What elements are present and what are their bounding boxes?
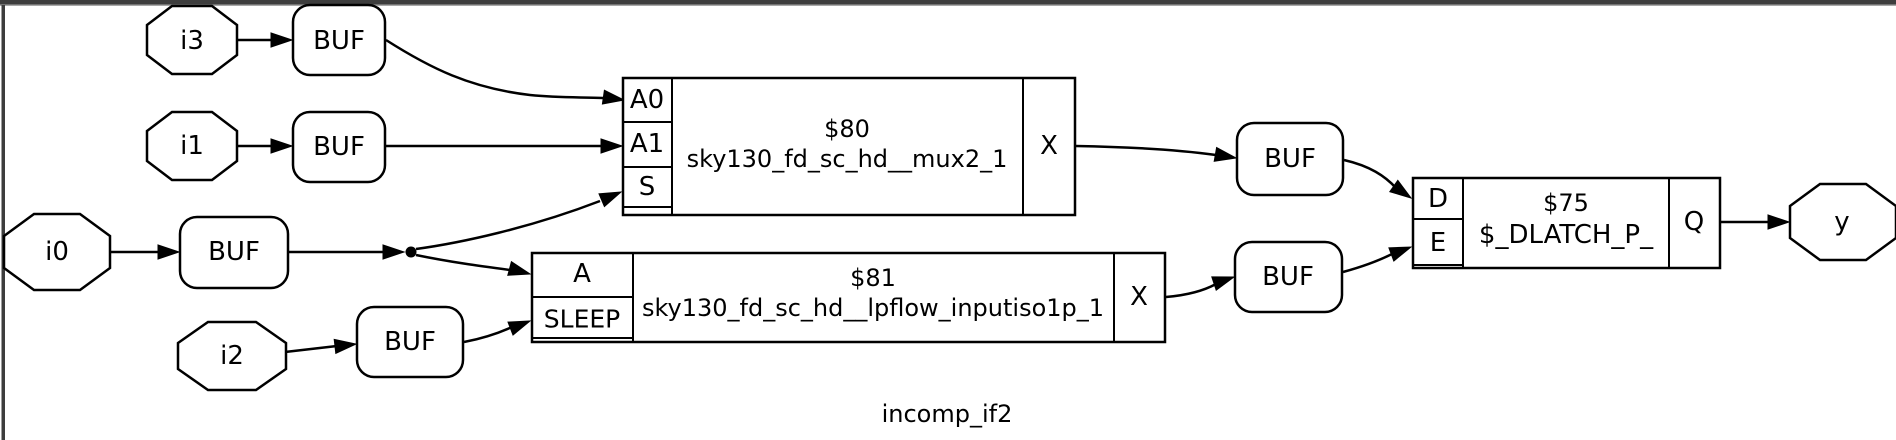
wire-buf-to-iso-sleep [463, 325, 513, 344]
arrowhead [507, 320, 532, 336]
arrowhead [601, 89, 626, 105]
wire-buf-to-latch-d [1343, 158, 1397, 189]
arrowhead [1767, 214, 1791, 230]
port-label-q: Q [1684, 207, 1704, 237]
port-label-x: X [1130, 282, 1148, 312]
cell-instance: $75 [1543, 189, 1589, 217]
port-label-a: A [573, 259, 591, 289]
buffer-box [1233, 240, 1344, 314]
io-octagon [145, 110, 239, 182]
graph-title: incomp_if2 [882, 400, 1013, 428]
arrowhead [507, 260, 532, 276]
cell-instance: $80 [824, 115, 870, 143]
wires [110, 32, 1791, 355]
io-octagon [2, 212, 112, 292]
buffer-mux-out: BUF [1235, 121, 1345, 197]
io-port-i3: i3 [145, 4, 239, 76]
cell-dlatch-75: D E Q $75 $_DLATCH_P_ [1411, 176, 1722, 270]
wire-junction-to-iso-a [415, 253, 511, 272]
cell-type: sky130_fd_sc_hd__lpflow_inputiso1p_1 [642, 294, 1104, 322]
arrowhead [270, 138, 294, 154]
wire-buf-to-mux-a0 [385, 38, 604, 100]
wire-iso-x-to-buf [1165, 282, 1217, 299]
io-port-label: i2 [220, 341, 244, 371]
arrowhead [333, 338, 358, 355]
buffer-box [178, 215, 290, 290]
port-label-e: E [1430, 228, 1446, 258]
io-port-y: y [1788, 182, 1896, 262]
io-octagon [176, 320, 288, 392]
window-left-border [1, 5, 5, 440]
port-label-sleep: SLEEP [544, 305, 620, 334]
wire-mux-x-to-buf [1075, 144, 1217, 157]
buffer-label: BUF [384, 327, 436, 357]
arrowhead [1213, 146, 1238, 162]
io-port-i0: i0 [2, 212, 112, 292]
arrowhead [1388, 179, 1413, 199]
cell-box [621, 76, 1077, 217]
arrowhead [157, 244, 181, 260]
arrowhead [270, 32, 294, 48]
cell-instance: $81 [850, 264, 896, 292]
port-label-a0: A0 [630, 85, 664, 115]
buffer-i0: BUF [178, 215, 290, 290]
cell-mux-80: A0 A1 S X $80 sky130_fd_sc_hd__mux2_1 [621, 76, 1077, 217]
io-port-i1: i1 [145, 110, 239, 182]
port-label-x: X [1040, 131, 1058, 161]
wire-buf-to-latch-e [1342, 252, 1393, 274]
window-top-border [0, 0, 1896, 5]
cell-box [530, 251, 1167, 344]
buffer-box [291, 110, 387, 184]
wire-junction-dot [405, 246, 417, 258]
buffer-label: BUF [1262, 262, 1314, 292]
arrowhead [1211, 276, 1236, 292]
buffer-label: BUF [208, 237, 260, 267]
port-label-d: D [1428, 184, 1448, 214]
io-port-i2: i2 [176, 320, 288, 392]
io-octagon [145, 4, 239, 76]
wire-i2-to-buf [284, 344, 338, 354]
arrowhead [382, 244, 406, 260]
io-port-label: y [1834, 207, 1849, 237]
top-bar-highlight [0, 4, 1896, 6]
arrowhead [600, 138, 624, 154]
port-label-a1: A1 [630, 129, 664, 159]
buffer-label: BUF [313, 132, 365, 162]
cell-type: sky130_fd_sc_hd__mux2_1 [687, 145, 1008, 173]
buffer-box [355, 305, 465, 379]
buffer-label: BUF [1264, 144, 1316, 174]
io-octagon [1788, 182, 1896, 262]
arrowhead [598, 191, 623, 208]
buffer-iso-out: BUF [1233, 240, 1344, 314]
io-port-label: i1 [180, 131, 204, 161]
cell-iso-81: A SLEEP X $81 sky130_fd_sc_hd__lpflow_in… [530, 251, 1167, 344]
arrowhead [1388, 246, 1413, 262]
buffer-box [1235, 121, 1345, 197]
cell-type: $_DLATCH_P_ [1479, 220, 1654, 250]
buffer-i1: BUF [291, 110, 387, 184]
buffer-i2: BUF [355, 305, 465, 379]
port-label-s: S [639, 172, 656, 202]
buffer-label: BUF [313, 26, 365, 56]
buffer-box [291, 3, 387, 77]
io-port-label: i0 [45, 237, 69, 267]
buffer-i3: BUF [291, 3, 387, 77]
wire-junction-to-mux-s [415, 199, 601, 251]
io-port-label: i3 [180, 26, 204, 56]
